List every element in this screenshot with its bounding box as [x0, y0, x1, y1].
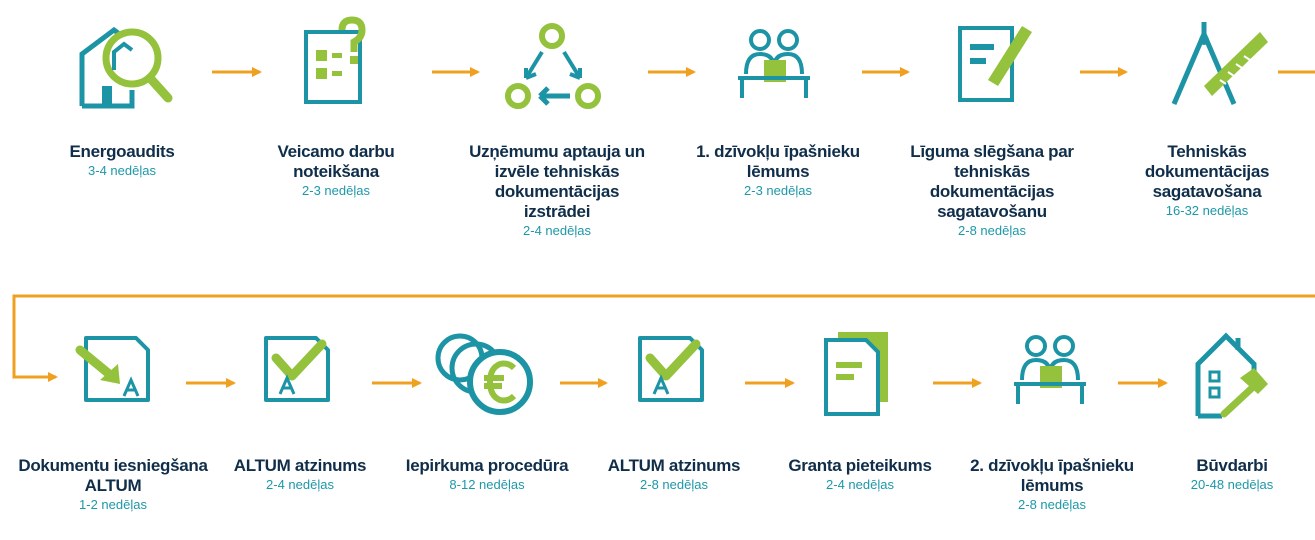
step-title: Energoaudits [69, 142, 175, 161]
step-title: Veicamo darbu noteikšana [277, 142, 395, 181]
step-title: 1. dzīvokļu īpašnieku lēmums [696, 142, 860, 181]
step-duration: 20-48 nedēļas [1190, 477, 1274, 492]
step-contract-signing: Līguma slēgšana par tehniskās dokumentāc… [910, 142, 1074, 239]
step-duration: 2-4 nedēļas [266, 477, 334, 492]
step-title: Tehniskās dokumentācijas sagatavošana [1144, 142, 1270, 201]
house-hammer-icon [1195, 332, 1268, 419]
document-submit-icon [75, 336, 150, 402]
step-energoaudits: Energoaudits 3-4 nedēļas [69, 142, 174, 179]
document-pen-icon [958, 26, 1032, 102]
step-duration: 2-3 nedēļas [744, 183, 812, 198]
step-title: Līguma slēgšana par tehniskās dokumentāc… [910, 142, 1074, 221]
house-magnifier-icon [79, 26, 173, 109]
step-owners-decision-1: 1. dzīvokļu īpašnieku lēmums 2-3 nedēļas [696, 142, 860, 199]
step-documents-submission: Dokumentu iesniegšana ALTUM 1-2 nedēļas [18, 456, 208, 513]
step-title: 2. dzīvokļu īpašnieku lēmums [970, 456, 1134, 495]
step-owners-decision-2: 2. dzīvokļu īpašnieku lēmums 2-8 nedēļas [970, 456, 1134, 513]
step-altum-opinion-1: ALTUM atzinums 2-4 nedēļas [233, 456, 367, 493]
documents-stack-icon [824, 332, 888, 416]
step-technical-documentation: Tehniskās dokumentācijas sagatavošana 16… [1144, 142, 1270, 219]
step-duration: 2-8 nedēļas [640, 477, 708, 492]
step-title: Būvdarbi [1196, 456, 1268, 475]
step-title: Iepirkuma procedūra [405, 456, 569, 475]
step-procurement: Iepirkuma procedūra 8-12 nedēļas [405, 456, 569, 493]
step-grant-application: Granta pieteikums 2-4 nedēļas [788, 456, 932, 493]
step-duration: 2-3 nedēļas [302, 183, 370, 198]
row-wrap-connector [12, 294, 1315, 382]
step-duration: 16-32 nedēļas [1165, 203, 1249, 218]
step-duration: 2-4 nedēļas [826, 477, 894, 492]
step-title: ALTUM atzinums [233, 456, 367, 475]
step-duration: 2-4 nedēļas [523, 223, 591, 238]
step-duration: 1-2 nedēļas [79, 497, 147, 512]
meeting-people-icon [1014, 335, 1086, 404]
step-title: Uzņēmumu aptauja un izvēle tehniskās dok… [469, 142, 645, 221]
step-duration: 2-8 nedēļas [958, 223, 1026, 238]
step-works-definition: Veicamo darbu noteikšana 2-3 nedēļas [277, 142, 394, 199]
checklist-question-icon [304, 16, 366, 104]
document-check-icon [638, 336, 704, 402]
step-title: Dokumentu iesniegšana ALTUM [18, 456, 208, 495]
euro-coins-icon [435, 333, 533, 415]
step-construction: Būvdarbi 20-48 nedēļas [1191, 456, 1273, 493]
step-title: Granta pieteikums [788, 456, 932, 475]
document-check-icon [264, 336, 330, 402]
step-company-survey: Uzņēmumu aptauja un izvēle tehniskās dok… [469, 142, 645, 239]
step-title: ALTUM atzinums [607, 456, 741, 475]
step-duration: 2-8 nedēļas [1018, 497, 1086, 512]
cycle-nodes-icon [505, 23, 601, 109]
step-altum-opinion-2: ALTUM atzinums 2-8 nedēļas [607, 456, 741, 493]
step-duration: 8-12 nedēļas [449, 477, 525, 492]
step-duration: 3-4 nedēļas [88, 163, 156, 178]
meeting-people-icon [738, 29, 810, 98]
compass-ruler-icon [1171, 22, 1268, 105]
